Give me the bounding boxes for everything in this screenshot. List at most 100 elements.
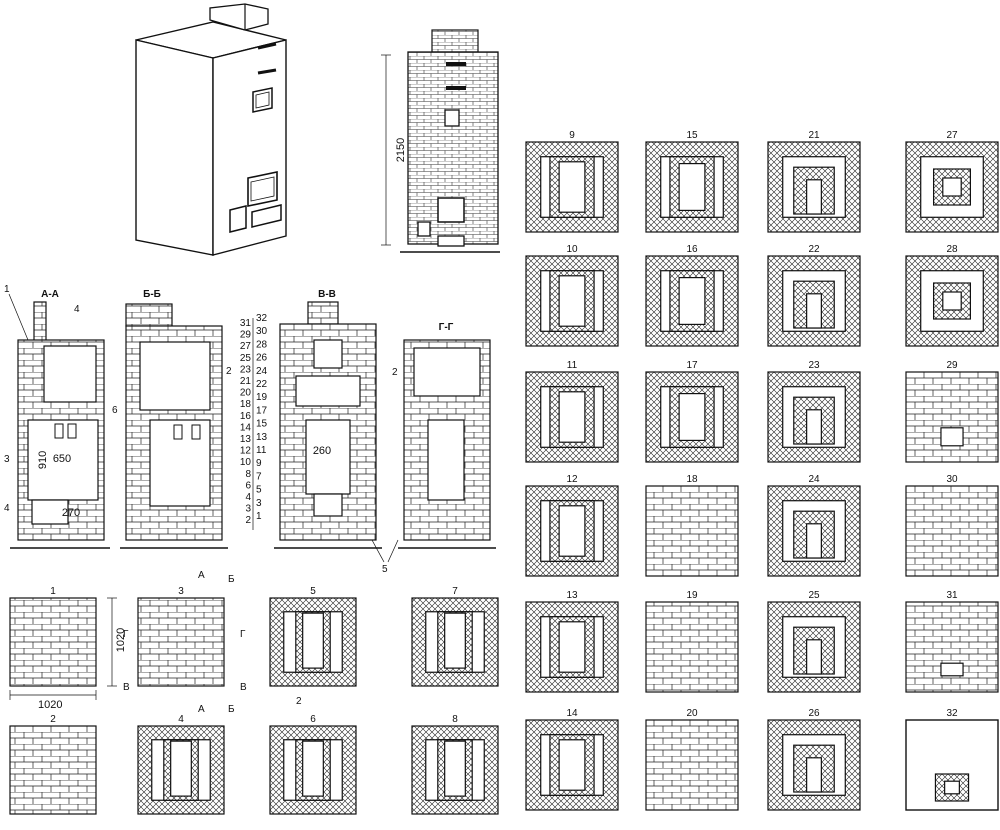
row-number: 13: [256, 432, 268, 443]
row-number: 9: [256, 458, 262, 469]
course-plan-opening: [806, 523, 822, 559]
section-label-bb: Б-Б: [143, 289, 161, 300]
course-plan-number: 12: [566, 474, 578, 485]
row-number: 19: [256, 392, 268, 403]
course-plan: 6: [269, 714, 357, 815]
course-plan-number: 10: [566, 244, 578, 255]
marker-b-top: Б: [228, 574, 235, 585]
course-plan: 15: [645, 130, 739, 233]
course-plan: 24: [767, 474, 861, 577]
course-plan-opening: [170, 740, 192, 797]
course-plan-number: 2: [50, 714, 56, 725]
course-plan-opening: [806, 179, 822, 215]
course-plan-number: 4: [178, 714, 184, 725]
callout-4-bottom: 4: [4, 503, 10, 514]
marker-b-bottom: Б: [228, 704, 235, 715]
course-plan-number: 22: [808, 244, 820, 255]
course-plan-outline: [137, 597, 225, 687]
course-plan-number: 16: [686, 244, 698, 255]
row-number: 1: [256, 511, 262, 522]
course-plan-number: 23: [808, 360, 820, 371]
course-plan: 27: [905, 130, 999, 233]
row-number: 30: [256, 326, 268, 337]
course-plan: 5: [269, 586, 357, 687]
course-plan-opening: [678, 163, 706, 212]
course-plan: 29: [905, 360, 999, 463]
isometric-view: [135, 3, 287, 256]
course-plan-number: 17: [686, 360, 698, 371]
callout-4-top: 4: [74, 304, 80, 315]
course-plan: 22: [767, 244, 861, 347]
course-plan-number: 3: [178, 586, 184, 597]
course-plan-opening: [444, 740, 466, 797]
course-plan: 20: [645, 708, 739, 811]
course-plan: 2: [9, 714, 97, 815]
course-plan-number: 21: [808, 130, 820, 141]
marker-a-bottom: А: [198, 704, 205, 715]
course-plan-number: 27: [946, 130, 958, 141]
marker-a-top: А: [198, 570, 205, 581]
course-plan-number: 26: [808, 708, 820, 719]
front-elevation: 2150: [381, 29, 500, 253]
course-plan-number: 24: [808, 474, 820, 485]
row-number: 2: [245, 515, 251, 526]
callout-2-bb: 2: [226, 366, 232, 377]
course-plan-outline: [905, 601, 999, 693]
callout-2-plan: 2: [296, 696, 302, 707]
course-plan: 9: [525, 130, 619, 233]
course-plan-number: 19: [686, 590, 698, 601]
course-plan-number: 1: [50, 586, 56, 597]
course-plan: 13: [525, 590, 619, 693]
course-plan: 25: [767, 590, 861, 693]
course-plan: 30: [905, 474, 999, 577]
course-plan-number: 20: [686, 708, 698, 719]
course-plan: 1: [9, 586, 97, 687]
course-plan-outline: [905, 485, 999, 577]
row-number: 27: [240, 341, 252, 352]
row-number: 26: [256, 353, 268, 364]
course-plan-number: 5: [310, 586, 316, 597]
course-plan-opening: [806, 409, 822, 445]
callout-5: 5: [382, 564, 388, 575]
course-plan: 14: [525, 708, 619, 811]
row-number: 28: [256, 339, 268, 350]
course-plan-number: 14: [566, 708, 578, 719]
callout-1: 1: [4, 284, 10, 295]
course-plan-opening: [558, 505, 586, 557]
marker-v-right: В: [240, 682, 247, 693]
dim-260: 260: [313, 445, 331, 457]
course-plan-number: 30: [946, 474, 958, 485]
row-number: 13: [240, 434, 252, 445]
section-gg: Г-Г 2 5: [371, 322, 496, 575]
course-plan-opening: [942, 177, 962, 197]
dim-270: 270: [62, 507, 80, 519]
dim-plan-height: 1020: [115, 628, 127, 652]
row-number: 23: [240, 364, 252, 375]
row-number: 14: [240, 422, 252, 433]
course-plan-number: 32: [946, 708, 958, 719]
section-vv: В-В 260: [274, 289, 382, 549]
row-number: 16: [240, 411, 252, 422]
course-plan-opening: [302, 740, 324, 797]
course-plan-number: 15: [686, 130, 698, 141]
course-plan: 23: [767, 360, 861, 463]
section-bb: Б-Б 2: [120, 289, 232, 549]
row-number: 5: [256, 485, 262, 496]
course-plan: 28: [905, 244, 999, 347]
row-number: 21: [240, 376, 252, 387]
row-number: 29: [240, 330, 252, 341]
course-plan-opening: [944, 780, 960, 795]
course-plan-outline: [905, 371, 999, 463]
course-plan: 16: [645, 244, 739, 347]
plan-dimensions: 1020 1020 А Б А Б Г Г В В 2: [9, 570, 302, 715]
dim-plan-width: 1020: [38, 699, 62, 711]
course-plan-opening: [940, 662, 964, 677]
course-plan-number: 11: [567, 360, 578, 371]
course-plan: 26: [767, 708, 861, 811]
dim-height: 2150: [395, 138, 407, 162]
course-plan-opening: [558, 275, 586, 327]
course-plan-opening: [806, 757, 822, 793]
course-plan-opening: [806, 639, 822, 675]
section-label-vv: В-В: [318, 289, 336, 300]
